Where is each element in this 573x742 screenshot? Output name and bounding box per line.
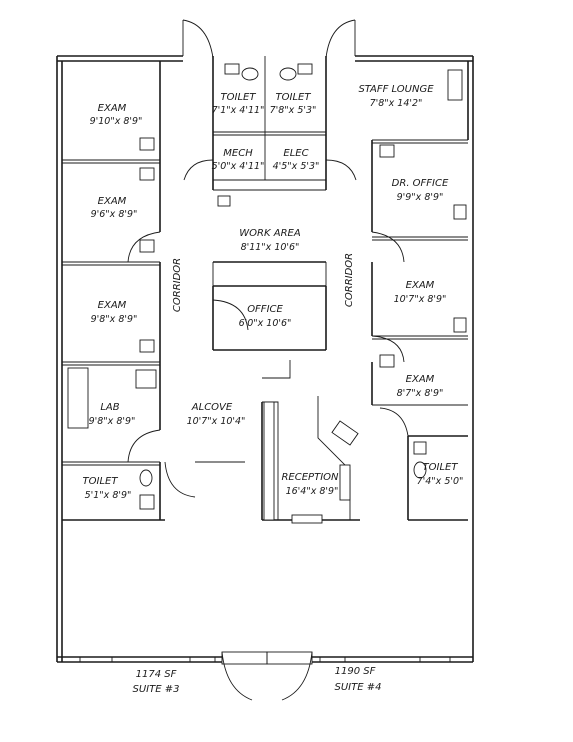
room-exam-3-name: EXAM [98, 300, 127, 311]
fixtures [67, 63, 467, 524]
room-toilet-4-name: TOILET [423, 462, 459, 473]
room-work-area-dims: 8'11"x 10'6" [241, 242, 300, 253]
suite-4-name: SUITE #4 [335, 682, 382, 693]
room-exam-5-name: EXAM [406, 374, 435, 385]
room-exam-5-dims: 8'7"x 8'9" [397, 388, 444, 399]
corridor-right-label: CORRIDOR [344, 253, 355, 307]
room-toilet-3-name: TOILET [276, 92, 312, 103]
room-exam-3-dims: 9'8"x 8'9" [91, 314, 138, 325]
interior-doors [127, 159, 409, 498]
room-exam-1-dims: 9'10"x 8'9" [90, 116, 143, 127]
room-lab-name: LAB [100, 402, 119, 413]
room-labels: EXAM 9'10"x 8'9" EXAM 9'6"x 8'9" EXAM 9'… [83, 84, 464, 501]
room-dr-office-dims: 9'9"x 8'9" [397, 192, 444, 203]
room-elec-name: ELEC [283, 148, 308, 159]
room-work-area-name: WORK AREA [239, 228, 301, 239]
room-lab-dims: 9'8"x 8'9" [89, 416, 136, 427]
room-reception-name: RECEPTION [281, 472, 339, 483]
room-office-name: OFFICE [247, 304, 283, 315]
room-office-dims: 6'0"x 10'6" [239, 318, 292, 329]
room-exam-4-name: EXAM [406, 280, 435, 291]
room-reception-dims: 16'4"x 8'9" [286, 486, 339, 497]
room-mech-dims: 5'0"x 4'11" [212, 161, 265, 172]
room-toilet-1-name: TOILET [83, 476, 119, 487]
suite-3-area: 1174 SF [136, 669, 177, 680]
room-exam-1-name: EXAM [98, 103, 127, 114]
room-staff-lounge-dims: 7'8"x 14'2" [370, 98, 423, 109]
suite-3-name: SUITE #3 [133, 684, 180, 695]
suite-4-area: 1190 SF [335, 666, 376, 677]
room-staff-lounge-name: STAFF LOUNGE [358, 84, 434, 95]
room-elec-dims: 4'5"x 5'3" [273, 161, 320, 172]
interior-walls [62, 56, 468, 521]
room-toilet-1-dims: 5'1"x 8'9" [85, 490, 132, 501]
room-mech-name: MECH [223, 148, 253, 159]
suite-labels: 1174 SF SUITE #3 1190 SF SUITE #4 [133, 666, 382, 695]
room-toilet-3-dims: 7'8"x 5'3" [270, 105, 317, 116]
room-exam-2-dims: 9'6"x 8'9" [91, 209, 138, 220]
room-alcove-dims: 10'7"x 10'4" [187, 416, 246, 427]
room-toilet-2-name: TOILET [221, 92, 257, 103]
room-alcove-name: ALCOVE [191, 402, 233, 413]
room-exam-4-dims: 10'7"x 8'9" [394, 294, 447, 305]
room-dr-office-name: DR. OFFICE [392, 178, 449, 189]
corridor-left-label: CORRIDOR [172, 258, 183, 312]
exterior-walls [56, 19, 474, 701]
room-toilet-4-dims: 7'4"x 5'0" [417, 476, 464, 487]
room-exam-2-name: EXAM [98, 196, 127, 207]
room-toilet-2-dims: 7'1"x 4'11" [212, 105, 265, 116]
